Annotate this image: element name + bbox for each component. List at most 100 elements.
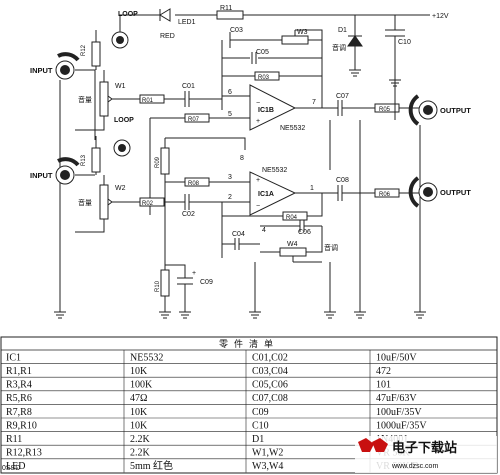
table-cell: 101 xyxy=(376,380,391,391)
table-cell: 2.2K xyxy=(130,434,151,445)
label-c10: C10 xyxy=(398,39,411,46)
table-cell: C09 xyxy=(252,407,269,418)
label-output-1: OUTPUT xyxy=(440,106,471,115)
label-ic1b: IC1B xyxy=(258,107,274,114)
label-r12: R12 xyxy=(81,44,87,56)
watermark-text: 电子下载站 xyxy=(392,440,457,455)
label-tone-2: 音调 xyxy=(324,243,338,252)
table-cell: 47uF/63V xyxy=(376,393,417,404)
label-r02: R02 xyxy=(142,201,154,207)
table-cell: 100K xyxy=(130,380,153,391)
watermark-url: www.dzsc.com xyxy=(391,463,438,470)
label-pin3: 3 xyxy=(228,174,232,181)
table-cell: W3,W4 xyxy=(252,461,283,472)
label-r09: R09 xyxy=(155,156,161,168)
jack-output-2 xyxy=(408,176,438,208)
jack-output-1 xyxy=(408,94,438,126)
label-c02: C02 xyxy=(182,211,195,218)
table-cell: 10K xyxy=(130,407,148,418)
table-cell: IC1 xyxy=(6,352,21,363)
table-cell: NE5532 xyxy=(130,352,163,363)
table-cell: D1 xyxy=(252,434,264,445)
led1-symbol xyxy=(159,8,171,22)
label-tone-1: 音调 xyxy=(332,43,346,52)
label-r04: R04 xyxy=(286,215,298,221)
table-cell: 100uF/35V xyxy=(376,407,422,418)
resistor-r09 xyxy=(160,147,170,175)
label-ic1b-minus: − xyxy=(256,100,260,107)
table-cell: W1,W2 xyxy=(252,448,283,459)
label-r01: R01 xyxy=(142,98,154,104)
label-loop-mid: LOOP xyxy=(114,117,134,124)
table-cell: R9,R10 xyxy=(6,420,37,431)
resistor-r11 xyxy=(216,10,244,20)
table-cell: R11 xyxy=(6,434,22,445)
label-r11: R11 xyxy=(220,5,232,12)
label-r03: R03 xyxy=(258,75,270,81)
label-output-2: OUTPUT xyxy=(440,188,471,197)
label-c01: C01 xyxy=(182,83,195,90)
corner-text: 0SSD xyxy=(2,465,20,472)
jack-input-2 xyxy=(55,157,80,185)
label-c07: C07 xyxy=(336,93,349,100)
resistor-r10 xyxy=(160,269,170,297)
table-cell: LED xyxy=(6,461,25,472)
label-r08: R08 xyxy=(188,181,200,187)
ground-symbols xyxy=(54,69,426,319)
trimmer-w3 xyxy=(281,35,309,45)
jack-input-1 xyxy=(55,52,80,80)
table-cell: C10 xyxy=(252,420,269,431)
label-ne5532-a: NE5532 xyxy=(262,167,287,174)
label-ne5532-b: NE5532 xyxy=(280,125,305,132)
label-r06: R06 xyxy=(379,192,391,198)
table-cell: 10uF/50V xyxy=(376,352,417,363)
table-cell: 47Ω xyxy=(130,393,147,404)
label-pin4: 4 xyxy=(262,227,266,234)
table-cell: 10K xyxy=(130,366,148,377)
label-led1: LED1 xyxy=(178,19,196,26)
label-r05: R05 xyxy=(379,107,391,113)
label-d1: D1 xyxy=(338,27,347,34)
label-pin8: 8 xyxy=(240,155,244,162)
jack-loop-top xyxy=(111,31,129,49)
label-pin2: 2 xyxy=(228,194,232,201)
label-c05: C05 xyxy=(256,49,269,56)
label-c03: C03 xyxy=(230,27,243,34)
label-pin7: 7 xyxy=(312,99,316,106)
parts-table-title: 零件清单 xyxy=(219,338,279,349)
label-c09-plus: + xyxy=(192,270,196,277)
label-w4: W4 xyxy=(287,241,298,248)
table-cell: 5mm 红色 xyxy=(130,459,173,472)
trimmer-w4 xyxy=(279,247,307,257)
potentiometer-w2 xyxy=(99,184,109,220)
ic1b-opamp xyxy=(249,84,297,131)
label-pin5: 5 xyxy=(228,111,232,118)
label-r10: R10 xyxy=(155,280,161,292)
label-c08: C08 xyxy=(336,177,349,184)
ic1a-opamp xyxy=(249,171,297,216)
table-cell: R12,R13 xyxy=(6,448,42,459)
label-w3: W3 xyxy=(297,29,308,36)
label-w1: W1 xyxy=(115,83,126,90)
label-ic1a-plus: + xyxy=(256,177,260,184)
watermark: 电子下载站 www.dzsc.com xyxy=(355,436,497,473)
table-cell: R1,R1 xyxy=(6,366,32,377)
label-volume-1: 音量 xyxy=(78,95,92,104)
table-cell: 10K xyxy=(130,420,148,431)
label-plus12v: +12V xyxy=(432,13,449,20)
label-c06: C06 xyxy=(298,229,311,236)
jack-loop-mid xyxy=(113,139,131,157)
table-cell: 1000uF/35V xyxy=(376,420,427,431)
label-c09: C09 xyxy=(200,279,213,286)
label-red: RED xyxy=(160,33,175,40)
label-volume-2: 音量 xyxy=(78,198,92,207)
label-ic1a-minus: − xyxy=(256,203,260,210)
resistor-r12 xyxy=(91,41,101,67)
label-pin6: 6 xyxy=(228,89,232,96)
table-cell: 2.2K xyxy=(130,448,151,459)
table-cell: C01,C02 xyxy=(252,352,288,363)
table-cell: C03,C04 xyxy=(252,366,288,377)
table-cell: C05,C06 xyxy=(252,380,288,391)
